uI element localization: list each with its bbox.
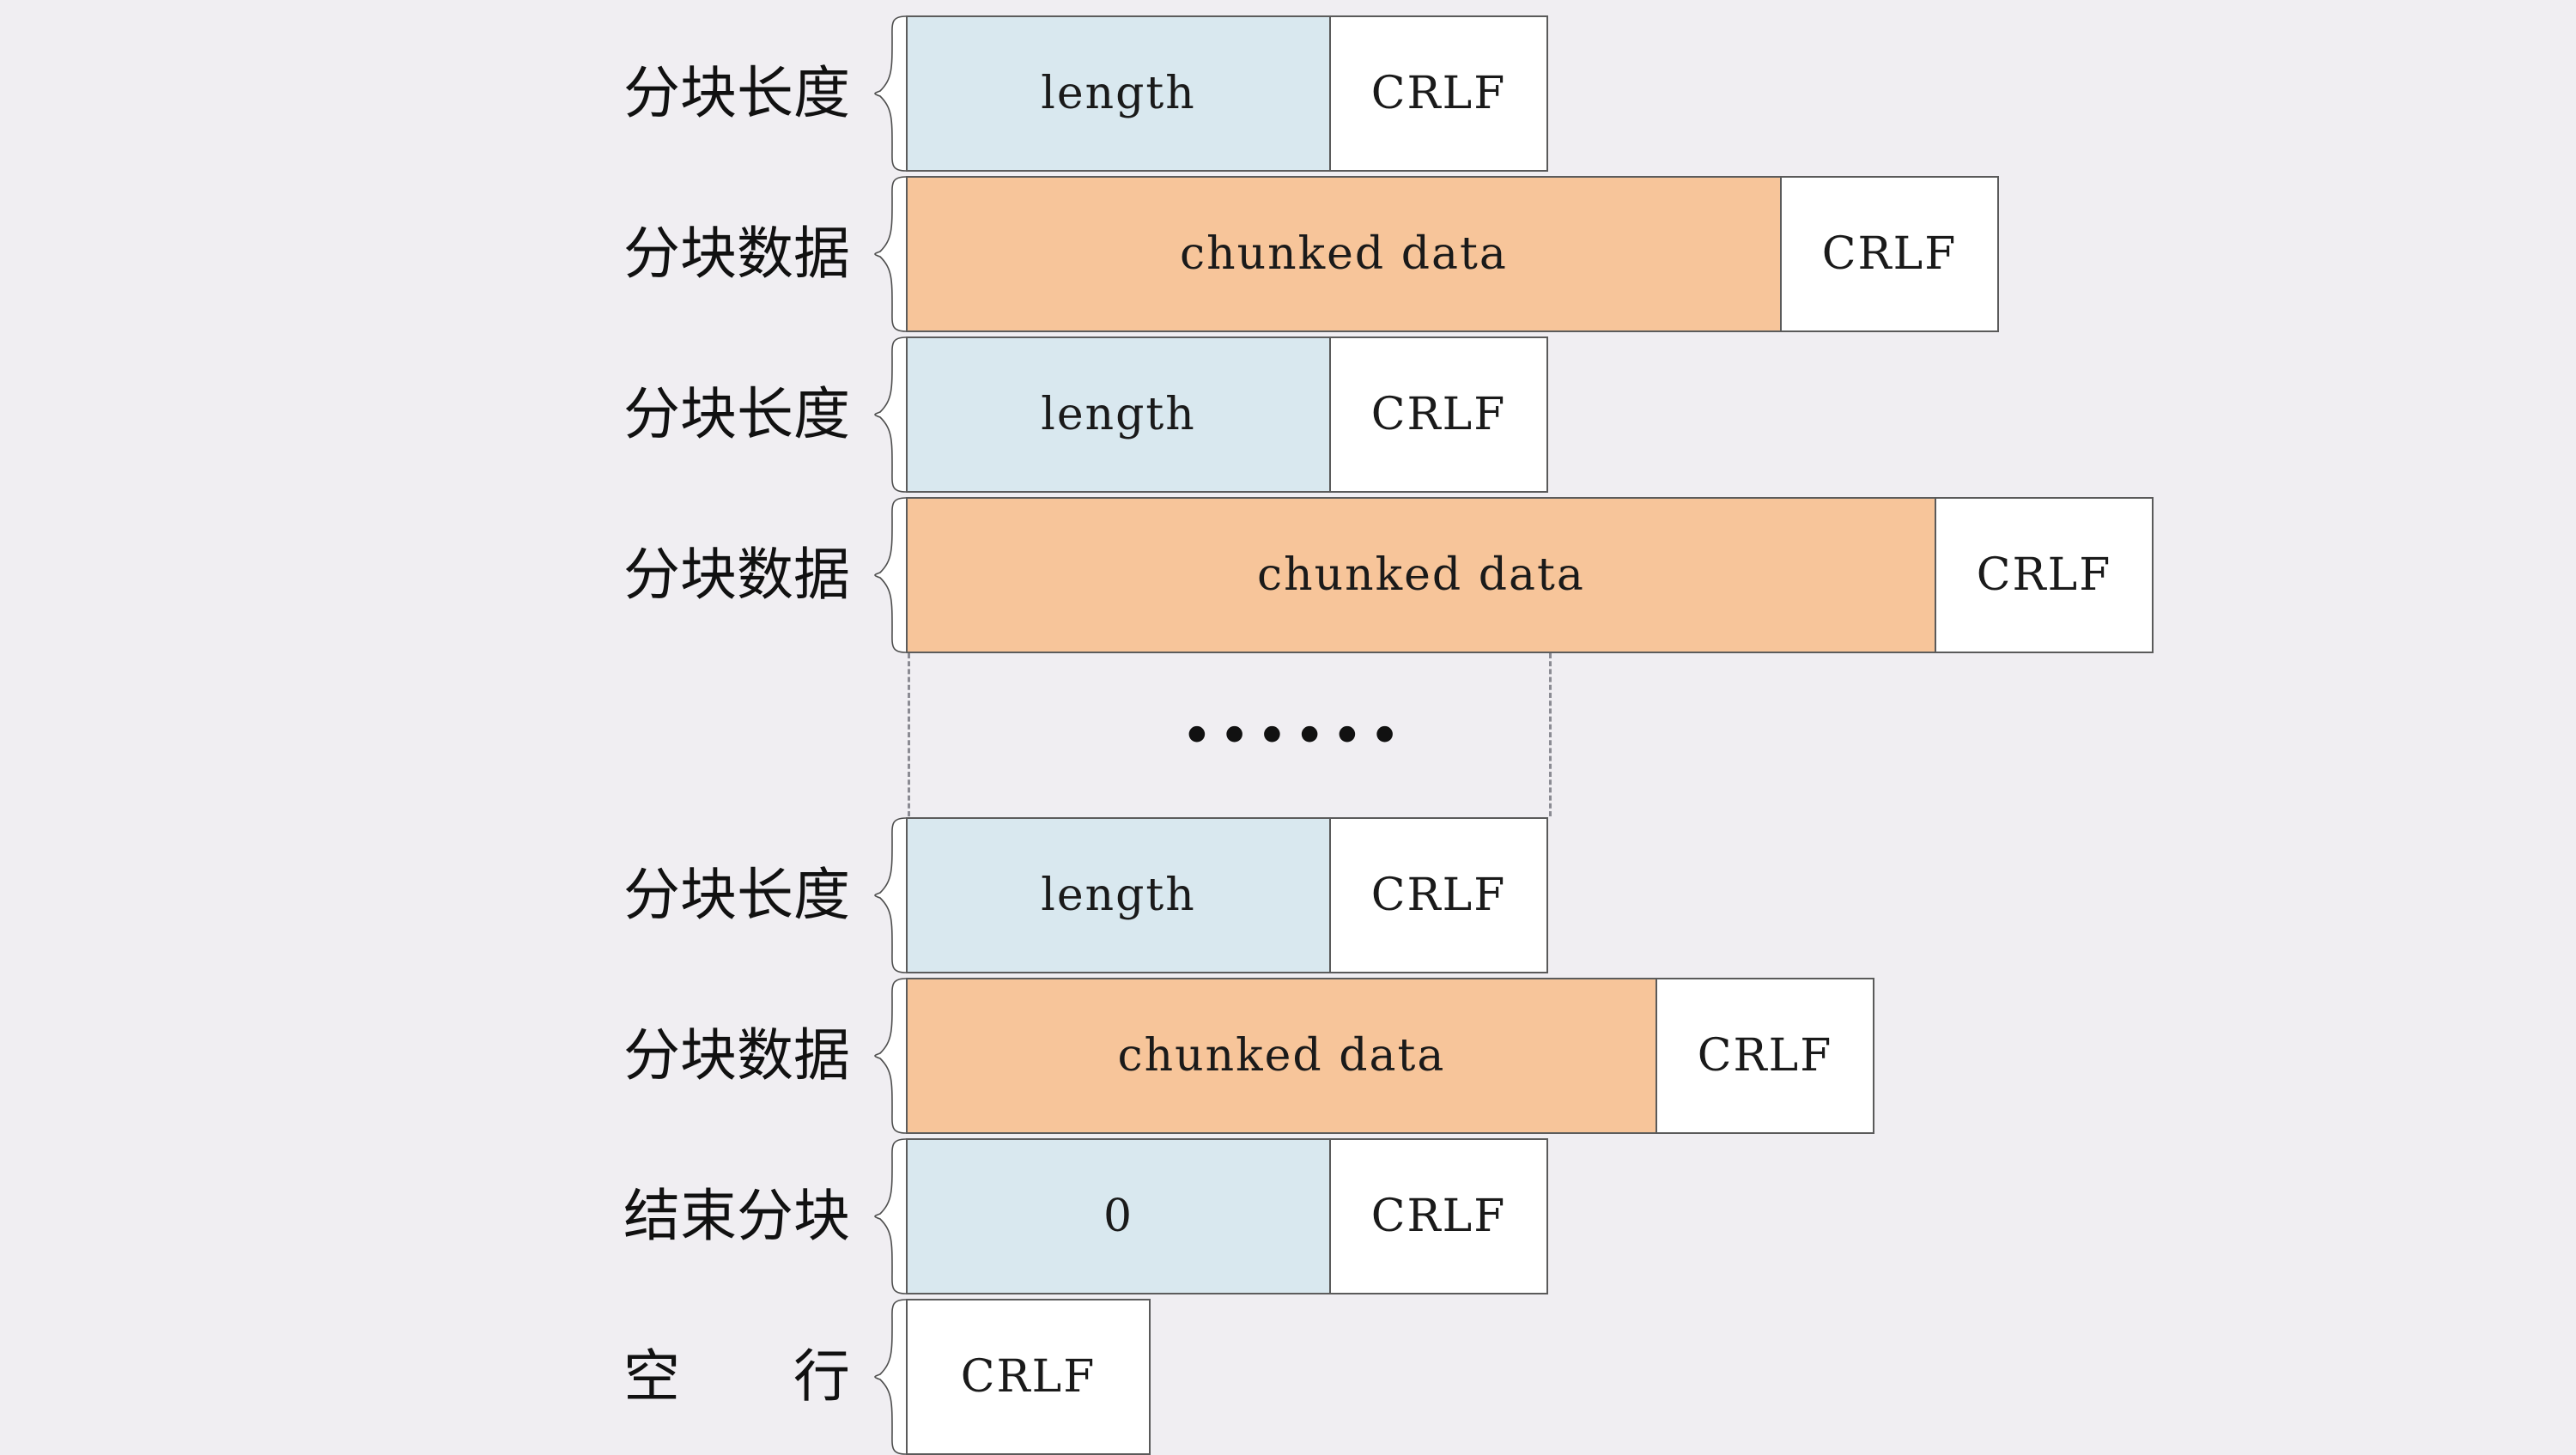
brace-chunk-data-n	[870, 978, 908, 1134]
crlf-cell: CRLF	[1329, 1138, 1548, 1294]
row-label-chunk-length-1: 分块长度	[623, 60, 850, 126]
row-terminating-chunk: 0 CRLF	[906, 1138, 1548, 1294]
row-chunk-data-1: chunked data CRLF	[906, 176, 1999, 332]
length-cell: length	[906, 15, 1331, 172]
row-label-chunk-data-n: 分块数据	[623, 1022, 850, 1088]
crlf-cell: CRLF	[1329, 336, 1548, 493]
continuation-ellipsis: ••••••	[1181, 705, 1406, 768]
row-label-blank-line: 空 行	[623, 1343, 850, 1410]
crlf-cell: CRLF	[906, 1299, 1151, 1455]
row-label-chunk-length-2: 分块长度	[623, 381, 850, 447]
chunked-data-cell: chunked data	[906, 978, 1657, 1134]
brace-chunk-length-2	[870, 336, 908, 493]
crlf-cell: CRLF	[1329, 15, 1548, 172]
chunked-data-cell: chunked data	[906, 497, 1936, 653]
row-label-chunk-length-n: 分块长度	[623, 862, 850, 928]
length-cell: length	[906, 336, 1331, 493]
row-label-terminating-chunk: 结束分块	[623, 1183, 850, 1249]
chunked-data-cell: chunked data	[906, 176, 1782, 332]
brace-chunk-length-n	[870, 817, 908, 973]
crlf-cell: CRLF	[1329, 817, 1548, 973]
row-chunk-length-1: length CRLF	[906, 15, 1548, 172]
row-label-chunk-data-2: 分块数据	[623, 542, 850, 608]
brace-terminating-chunk	[870, 1138, 908, 1294]
row-label-chunk-data-1: 分块数据	[623, 221, 850, 287]
row-chunk-length-n: length CRLF	[906, 817, 1548, 973]
dashed-guide-left	[908, 653, 910, 816]
dashed-guide-right	[1549, 653, 1552, 816]
brace-chunk-data-1	[870, 176, 908, 332]
brace-blank-line	[870, 1299, 908, 1455]
row-blank-line: CRLF	[906, 1299, 1151, 1455]
row-chunk-data-n: chunked data CRLF	[906, 978, 1874, 1134]
zero-length-cell: 0	[906, 1138, 1331, 1294]
crlf-cell: CRLF	[1935, 497, 2154, 653]
crlf-cell: CRLF	[1656, 978, 1874, 1134]
brace-chunk-data-2	[870, 497, 908, 653]
crlf-cell: CRLF	[1780, 176, 1999, 332]
length-cell: length	[906, 817, 1331, 973]
row-chunk-length-2: length CRLF	[906, 336, 1548, 493]
brace-chunk-length-1	[870, 15, 908, 172]
row-chunk-data-2: chunked data CRLF	[906, 497, 2154, 653]
